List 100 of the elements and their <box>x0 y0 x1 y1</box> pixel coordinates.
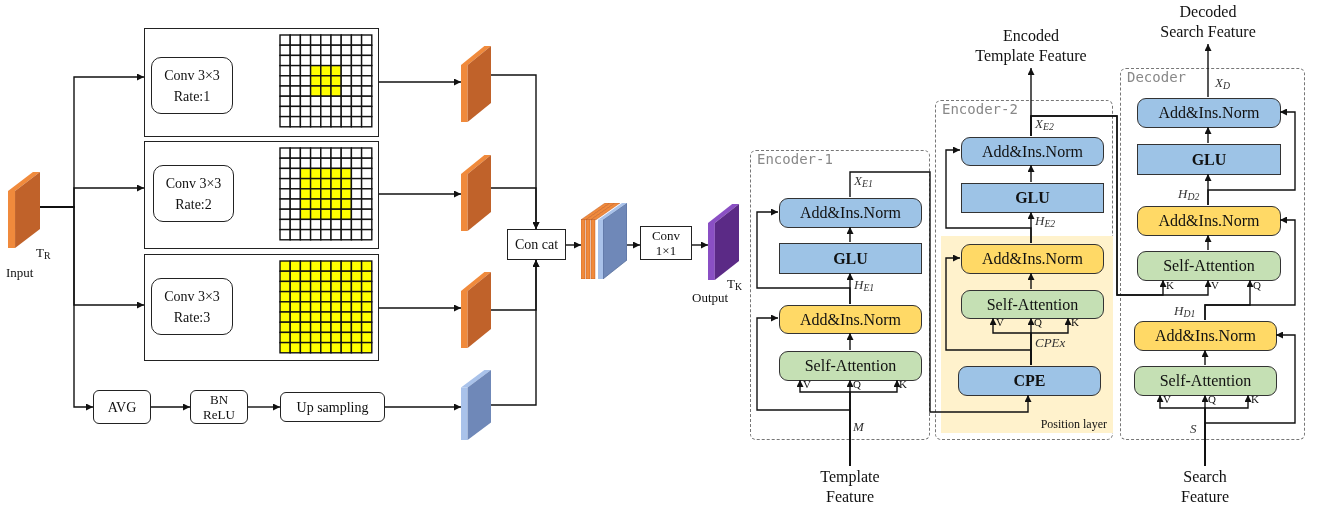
tensor-label: T$_{K}$ <box>727 277 742 290</box>
variable-label: X$_{D}$ <box>1215 76 1230 89</box>
attention-block: Self-Attention <box>1137 251 1281 281</box>
feature-map-drawing <box>708 204 739 280</box>
port-label: K <box>1166 280 1174 291</box>
feature-map-drawing <box>461 155 491 231</box>
variable-label: X$_{E1}$ <box>854 174 873 187</box>
arrow <box>490 259 540 406</box>
output-label: Encoded Template Feature <box>973 24 1089 68</box>
port-label: K <box>1251 394 1259 405</box>
norm-block: Add&Ins.Norm <box>961 244 1104 274</box>
input-label: Template Feature <box>810 466 890 508</box>
activation-block: BN ReLU <box>190 390 248 424</box>
norm-block: Add&Ins.Norm <box>1134 321 1277 351</box>
encoder-panel <box>750 150 930 440</box>
norm-block: Add&Ins.Norm <box>1137 98 1281 128</box>
attention-block: Self-Attention <box>779 351 922 381</box>
tensor-label: Input <box>6 266 34 279</box>
arrow <box>378 190 462 198</box>
branch-panel <box>144 254 379 361</box>
port-label: V <box>996 317 1004 328</box>
position-layer-band <box>941 236 1113 433</box>
feature-map-drawing <box>461 272 491 348</box>
variable-label: H$_{D2}$ <box>1178 187 1200 200</box>
arrow <box>945 254 1032 366</box>
port-label: Q <box>853 379 861 390</box>
glu-block: GLU <box>779 243 922 274</box>
arrow <box>756 208 851 305</box>
glu-block: GLU <box>1137 144 1281 175</box>
group-title: Encoder-2 <box>942 102 1018 116</box>
conv-block: Conv 1×1 <box>640 226 692 260</box>
arrow <box>565 241 582 249</box>
group-title: Position layer <box>1040 418 1107 430</box>
arrow <box>1204 331 1296 467</box>
arrow <box>150 403 191 411</box>
arrow <box>1027 164 1035 183</box>
norm-block: Add&Ins.Norm <box>1137 206 1281 236</box>
output-label: Decoded Search Feature <box>1158 0 1258 44</box>
feature-map-drawing <box>461 370 491 440</box>
norm-block: Add&Ins.Norm <box>961 137 1104 166</box>
variable-label: X$_{E2}$ <box>1035 117 1054 130</box>
attention-block: Self-Attention <box>1134 366 1277 396</box>
conv-block: Conv 3×3 Rate:1 <box>151 57 233 114</box>
arrow <box>1204 126 1212 144</box>
concat-block: Con cat <box>507 229 566 260</box>
arrow <box>756 314 851 467</box>
arrow <box>39 206 94 411</box>
arrow <box>945 146 1032 244</box>
attention-block: Self-Attention <box>961 290 1104 319</box>
port-label: Q <box>1034 317 1042 328</box>
feature-map-drawing <box>461 46 491 122</box>
port-label: V <box>803 379 811 390</box>
arrow <box>1027 272 1035 290</box>
branch-panel <box>144 141 379 249</box>
port-label: Q <box>1253 280 1261 291</box>
arrow <box>1204 216 1296 321</box>
norm-block: Add&Ins.Norm <box>779 305 922 334</box>
pooling-block: AVG <box>93 390 151 424</box>
arrow <box>1030 115 1212 296</box>
variable-label: H$_{D1}$ <box>1174 304 1196 317</box>
input-label: Search Feature <box>1175 466 1235 508</box>
upsampling-block: Up sampling <box>280 392 385 422</box>
encoder-panel <box>935 100 1113 440</box>
port-label: Q <box>1208 394 1216 405</box>
decoder-panel <box>1120 68 1305 440</box>
feature-map-drawing <box>8 172 40 248</box>
conv-block: Conv 3×3 Rate:3 <box>151 278 233 335</box>
arrow <box>691 241 709 249</box>
arrow <box>849 171 1032 413</box>
arrow <box>846 332 854 351</box>
arrow <box>1204 234 1212 251</box>
arrow <box>1201 349 1209 366</box>
arrow <box>1204 43 1212 98</box>
branch-panel <box>144 28 379 137</box>
feature-stack-drawing <box>581 203 627 279</box>
tensor-label: T$_{R}$ <box>36 246 51 259</box>
group-title: Decoder <box>1127 70 1186 84</box>
port-label: K <box>899 379 907 390</box>
arrow <box>378 304 462 312</box>
port-label: V <box>1163 394 1171 405</box>
variable-label: M <box>853 420 864 433</box>
variable-label: H$_{E2}$ <box>1035 214 1056 227</box>
cpe-block: CPE <box>958 366 1101 396</box>
arrow <box>378 78 462 86</box>
tensor-label: Output <box>692 291 729 304</box>
variable-label: S <box>1190 422 1197 435</box>
conv-block: Conv 3×3 Rate:2 <box>153 165 234 222</box>
port-label: K <box>1071 317 1079 328</box>
arrow <box>247 403 281 411</box>
glu-block: GLU <box>961 183 1104 213</box>
variable-label: CPEx <box>1035 336 1066 349</box>
port-label: V <box>1211 280 1219 291</box>
arrow <box>626 241 641 249</box>
arrow <box>384 403 462 411</box>
group-title: Encoder-1 <box>757 152 833 166</box>
norm-block: Add&Ins.Norm <box>779 198 922 228</box>
variable-label: H$_{E1}$ <box>854 278 875 291</box>
arrow <box>490 187 540 230</box>
arrow <box>1207 108 1296 206</box>
arrow <box>846 226 854 243</box>
